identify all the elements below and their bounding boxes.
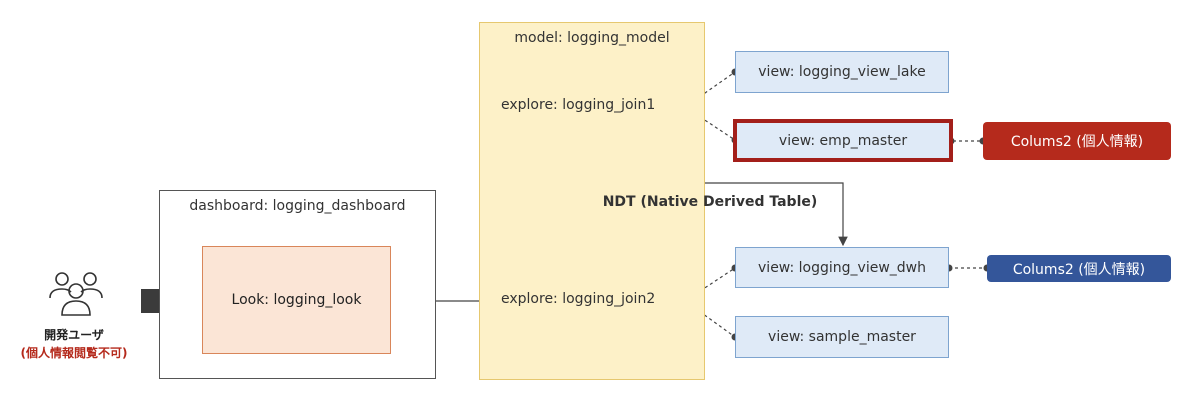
- model-title: model: logging_model: [514, 30, 670, 46]
- connector-explore2-dwh: [684, 267, 736, 302]
- explore-node-join2[interactable]: explore: logging_join2: [501, 291, 656, 307]
- look-label: Look: logging_look: [231, 292, 362, 308]
- columns-label: Colums2 (個人情報): [1012, 261, 1146, 278]
- user-note: (個人情報閲覧不可): [20, 346, 128, 360]
- connector-explore1-emp: [684, 106, 736, 141]
- columns-label: Colums2 (個人情報): [1010, 134, 1144, 150]
- view-label: view: logging_view_dwh: [758, 259, 926, 276]
- explore-node-join1[interactable]: explore: logging_join1: [501, 97, 656, 113]
- connector-explore2-sample: [684, 300, 736, 338]
- users-icon: [49, 272, 103, 316]
- connector-explore1-lake: [684, 71, 736, 108]
- model-container: [479, 22, 705, 380]
- user-name: 開発ユーザ: [44, 328, 104, 342]
- view-label: view: emp_master: [778, 132, 908, 149]
- view-label: view: logging_view_lake: [758, 64, 926, 80]
- view-node-emp-master[interactable]: view: emp_master: [733, 119, 953, 162]
- dashboard-title: dashboard: logging_dashboard: [189, 198, 406, 214]
- columns-pill-blue[interactable]: Colums2 (個人情報): [987, 255, 1171, 282]
- ndt-label: NDT (Native Derived Table): [602, 194, 818, 210]
- view-label: view: sample_master: [768, 329, 916, 345]
- look-node[interactable]: Look: logging_look: [202, 246, 391, 354]
- view-node-lake[interactable]: view: logging_view_lake: [735, 51, 949, 93]
- view-node-sample-master[interactable]: view: sample_master: [735, 316, 949, 358]
- view-node-dwh[interactable]: view: logging_view_dwh: [735, 247, 949, 288]
- columns-pill-red[interactable]: Colums2 (個人情報): [983, 122, 1171, 160]
